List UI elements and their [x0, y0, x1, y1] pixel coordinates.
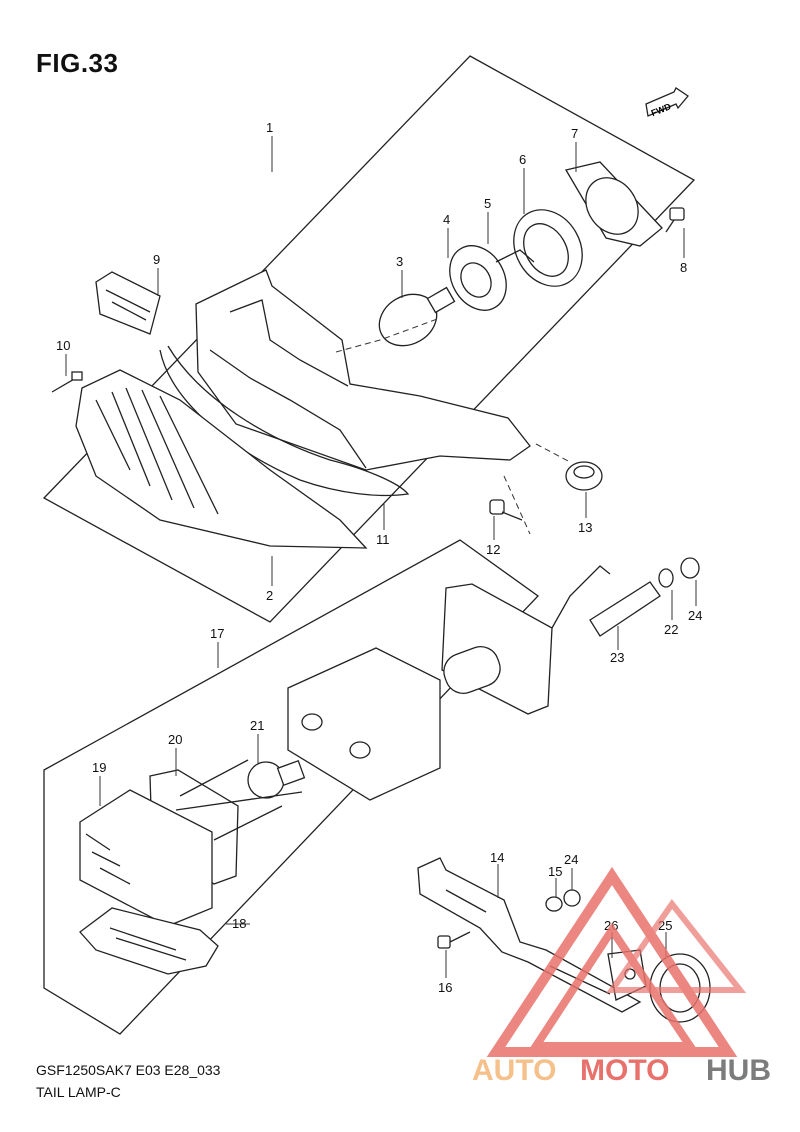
watermark-triangle-side-icon	[606, 898, 747, 993]
part-17-housing	[287, 647, 441, 801]
upper-assembly-frame	[42, 55, 696, 623]
callout-21: 21	[250, 718, 264, 733]
part-4-5-bulb-socket	[449, 245, 535, 311]
callout-23: 23	[610, 650, 624, 665]
watermark-part2: MOTO	[580, 1054, 669, 1087]
watermark-text: AUTO MOTO HUB	[472, 1054, 771, 1087]
callout-13: 13	[578, 520, 592, 535]
model-code: GSF1250SAK7 E03 E28_033	[36, 1062, 221, 1078]
part-24-nut-lower	[563, 889, 581, 907]
figure-title: FIG.33	[36, 48, 119, 78]
watermark-logo	[486, 866, 747, 1057]
part-12-bolt	[489, 499, 523, 521]
callout-14: 14	[490, 850, 504, 865]
callout-7: 7	[571, 126, 578, 141]
part-6-socket-ring	[513, 209, 583, 287]
grommet-dashed-guide	[535, 443, 571, 463]
part-19-lens-housing	[79, 789, 213, 927]
part-21-bulb	[247, 759, 306, 799]
callout-2: 2	[266, 588, 273, 603]
watermark-part3: HUB	[706, 1054, 771, 1087]
leader-lines	[65, 136, 697, 978]
part-2-lens	[75, 369, 368, 549]
watermark-part1: AUTO	[472, 1054, 556, 1087]
part-9-clip	[95, 271, 161, 335]
callout-16: 16	[438, 980, 452, 995]
callout-numbers: 1 2 3 4 5 6 7 8 9 10 11 12 13 17 18 19 2…	[56, 120, 702, 995]
part-16-bolt	[437, 931, 471, 949]
part-22-washer	[658, 568, 674, 588]
part-7-gasket	[564, 161, 663, 247]
callout-12: 12	[486, 542, 500, 557]
callout-22: 22	[664, 622, 678, 637]
callout-4: 4	[443, 212, 450, 227]
callout-24-upper: 24	[688, 608, 702, 623]
bolt-dashed-guide	[503, 475, 531, 535]
callout-11: 11	[376, 532, 390, 547]
callout-15: 15	[548, 864, 562, 879]
callout-6: 6	[519, 152, 526, 167]
callout-18: 18	[232, 916, 246, 931]
lamp-base-mount	[441, 565, 611, 715]
upper-dashed-guide	[335, 317, 441, 353]
callout-19: 19	[92, 760, 106, 775]
part-15-washer	[545, 896, 563, 912]
lower-assembly-frame	[43, 539, 539, 1035]
part-18-reflector	[79, 907, 219, 975]
callout-17: 17	[210, 626, 224, 641]
part-8-screw	[665, 207, 685, 233]
part-3-bulb	[378, 286, 456, 347]
watermark-triangle-outer-icon	[486, 866, 738, 1057]
part-24-nut-upper	[680, 557, 700, 579]
callout-3: 3	[396, 254, 403, 269]
lamp-housing	[195, 269, 531, 471]
part-23-rod	[589, 581, 661, 637]
callout-1: 1	[266, 120, 273, 135]
part-10-screw	[51, 371, 83, 393]
part-13-grommet	[565, 461, 603, 491]
callout-10: 10	[56, 338, 70, 353]
callout-5: 5	[484, 196, 491, 211]
callout-9: 9	[153, 252, 160, 267]
fwd-arrow-icon: FWD	[645, 87, 689, 118]
section-name: TAIL LAMP-C	[36, 1084, 121, 1100]
callout-24-lower: 24	[564, 852, 578, 867]
callout-20: 20	[168, 732, 182, 747]
callout-8: 8	[680, 260, 687, 275]
